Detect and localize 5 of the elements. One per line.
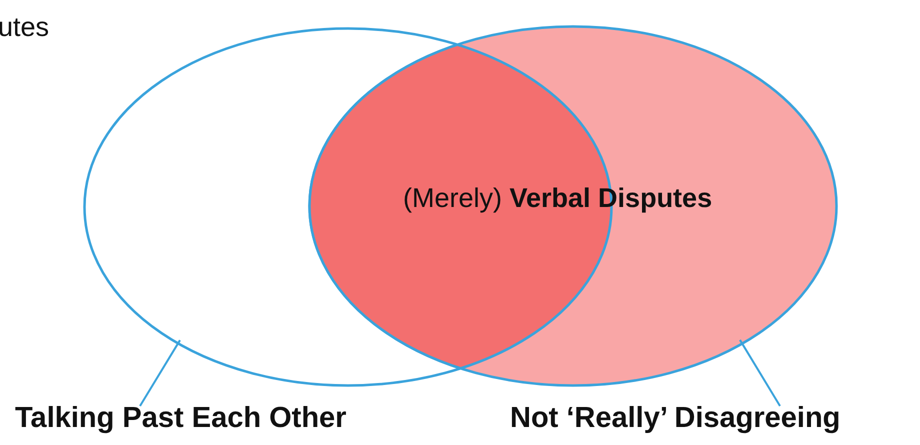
leader-line [739, 339, 781, 407]
caption-text: Talking Past Each Other [15, 402, 346, 435]
partial-title: utes [0, 12, 50, 43]
caption-text: Not ‘Really’ Disagreeing [510, 402, 840, 435]
leader-line [139, 340, 181, 407]
